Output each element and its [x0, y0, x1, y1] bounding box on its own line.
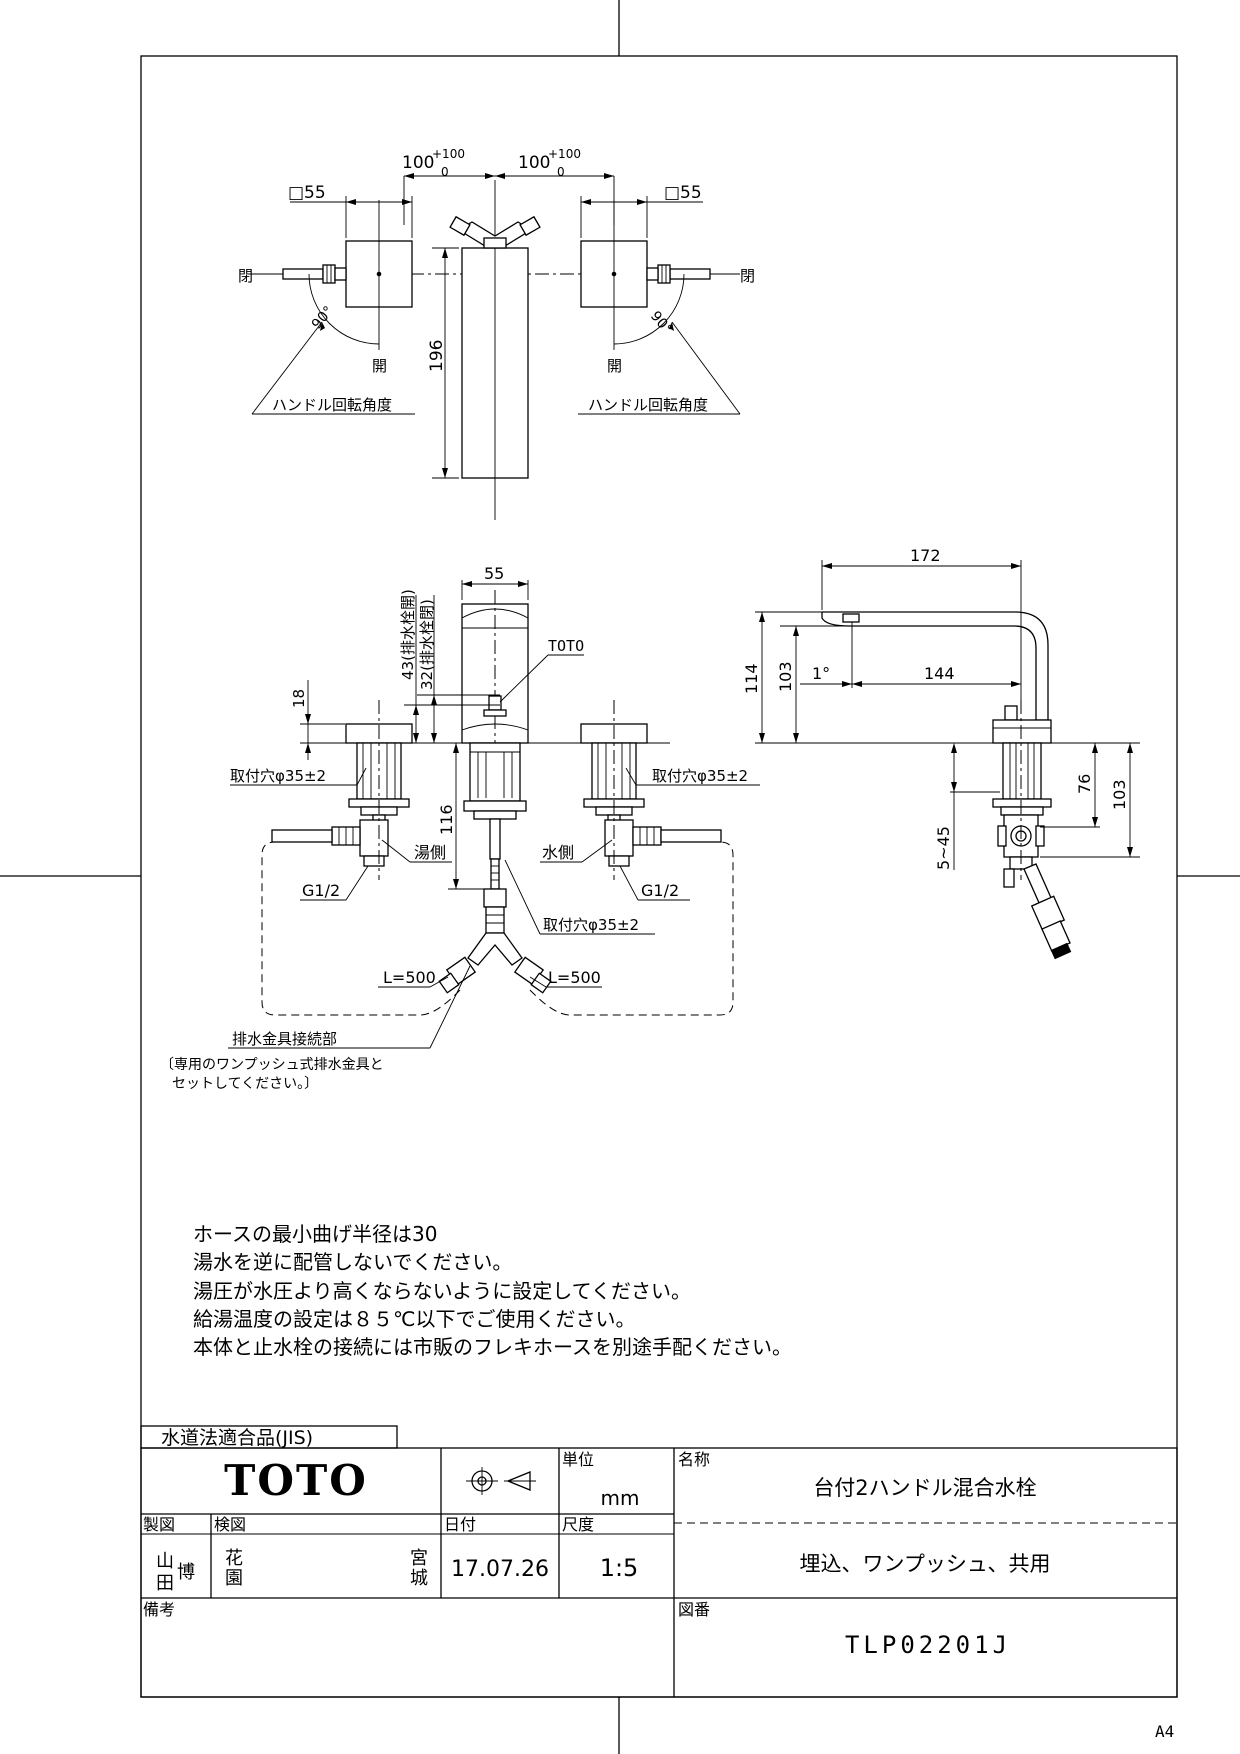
label-closed-left: 閉 — [238, 267, 253, 285]
name-label: 名称 — [678, 1450, 710, 1469]
title-block — [140, 1425, 1178, 1698]
dim-outlet-reach: 144 — [924, 664, 955, 683]
dim-spout-length: 196 — [427, 340, 447, 372]
label-hose-right: L=500 — [548, 968, 601, 987]
notes: ホースの最小曲げ半径は30 湯水を逆に配管しないでください。 湯圧が水圧より高く… — [193, 1222, 792, 1359]
date-value: 17.07.26 — [451, 1557, 549, 1582]
unit-label: 単位 — [562, 1450, 594, 1469]
drawing-number: TLP02201J — [845, 1631, 1011, 1659]
drawing-no-label: 図番 — [678, 1600, 710, 1619]
dim-tol-lower-right: 0 — [557, 165, 565, 179]
label-open-right: 開 — [607, 357, 622, 375]
label-closed-right: 閉 — [740, 267, 755, 285]
dim-below-counter-76: 76 — [1075, 774, 1094, 794]
drawn-name-c: 博 — [177, 1562, 195, 1583]
label-handle-rotation-left: ハンドル回転角度 — [272, 396, 392, 414]
product-subtitle: 埋込、ワンプッシュ、共用 — [800, 1552, 1051, 1576]
brand-logo: TOTO — [224, 1456, 368, 1505]
product-name: 台付2ハンドル混合水栓 — [813, 1476, 1036, 1500]
dim-handle-size-left: □55 — [288, 183, 326, 203]
drawn-name-a: 山 — [156, 1551, 174, 1572]
dim-body-depth: 116 — [437, 804, 456, 835]
label-handle-rotation-right: ハンドル回転角度 — [588, 396, 708, 414]
label-brand-mark: TOTO — [548, 637, 584, 655]
left-lever — [282, 268, 324, 280]
checked-label: 検図 — [214, 1515, 246, 1534]
label-mount-hole-right: 取付穴φ35±2 — [652, 767, 748, 785]
note-line: 給湯温度の設定は８５℃以下でご使用ください。 — [193, 1307, 635, 1331]
label-hose-left: L=500 — [383, 968, 436, 987]
note-line: 湯水を逆に配管しないでください。 — [193, 1250, 512, 1274]
top-view — [248, 173, 741, 520]
dim-drain-closed: 32(排水栓閉) — [418, 599, 436, 690]
title-block-text: 水道法適合品(JIS) TOTO 単位 mm 名称 台付2ハンドル混合水栓 埋込… — [143, 1427, 1050, 1659]
front-view — [228, 580, 760, 1049]
date-label: 日付 — [444, 1515, 476, 1534]
note-line: 本体と止水栓の接続には市販のフレキホースを別途手配ください。 — [193, 1335, 792, 1359]
spout-side-profile — [821, 611, 1049, 721]
label-mount-hole-left: 取付穴φ35±2 — [230, 767, 326, 785]
label-mount-hole-center: 取付穴φ35±2 — [543, 916, 639, 934]
label-thread-left: G1/2 — [302, 881, 340, 900]
dim-reach: 172 — [910, 546, 941, 565]
dim-spacing-right: 100 — [518, 153, 550, 173]
dim-spout-height-outlet: 103 — [776, 661, 795, 692]
scale-label: 尺度 — [562, 1515, 594, 1534]
label-open-left: 開 — [372, 357, 387, 375]
side-view — [755, 560, 1140, 960]
checked-c: 宮 — [410, 1548, 428, 1569]
checked-d: 城 — [410, 1568, 428, 1589]
paper-size-label: A4 — [1155, 1722, 1174, 1741]
projection-symbol-icon — [466, 1467, 536, 1495]
label-hot-side: 湯側 — [414, 843, 446, 862]
label-angle-left: 90° — [309, 303, 337, 332]
unit-value: mm — [601, 1486, 640, 1510]
label-drain-connection: 排水金具接続部 — [232, 1030, 337, 1048]
dim-handle-height: 18 — [290, 689, 308, 708]
drain-note-line2: セットしてください。〕 — [172, 1076, 318, 1092]
dim-tilt-angle: 1° — [812, 664, 830, 683]
drawn-name-b: 田 — [156, 1573, 174, 1594]
dim-counter-thickness: 5~45 — [934, 826, 953, 870]
dim-below-counter-103: 103 — [1110, 779, 1129, 810]
right-lever — [669, 268, 711, 280]
dim-spout-height-total: 114 — [742, 663, 761, 694]
dim-spout-width: 55 — [484, 564, 504, 583]
dim-handle-size-right: □55 — [664, 183, 702, 203]
drawn-label: 製図 — [143, 1515, 175, 1534]
label-cold-side: 水側 — [542, 843, 574, 862]
hot-stop-valve — [359, 819, 389, 857]
remarks-label: 備考 — [143, 1600, 175, 1619]
dim-tol-upper-left: +100 — [432, 147, 465, 161]
drain-note-line1: 〔専用のワンプッシュ式排水金具と — [160, 1057, 384, 1073]
note-line: ホースの最小曲げ半径は30 — [193, 1222, 437, 1246]
checked-b: 園 — [225, 1568, 243, 1589]
dim-spacing-left: 100 — [402, 153, 434, 173]
scale-value: 1:5 — [600, 1554, 639, 1582]
dim-tol-lower-left: 0 — [441, 165, 449, 179]
label-thread-right: G1/2 — [641, 881, 679, 900]
checked-a: 花 — [225, 1548, 243, 1569]
dim-tol-upper-right: +100 — [548, 147, 581, 161]
cold-stop-valve — [604, 819, 634, 857]
dim-drain-open: 43(排水栓開) — [399, 589, 417, 680]
standard-tag: 水道法適合品(JIS) — [161, 1427, 313, 1449]
hose-y-joint-top — [449, 215, 541, 249]
note-line: 湯圧が水圧より高くならないように設定してください。 — [193, 1279, 691, 1303]
